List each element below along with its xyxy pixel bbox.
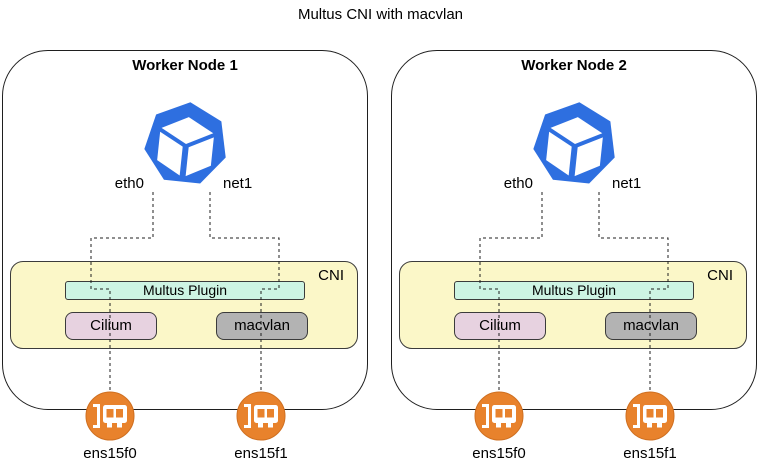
cni-box: CNI Multus Plugin Cilium macvlan (10, 261, 358, 349)
nic-label-ens15f0: ens15f0 (472, 445, 526, 462)
cni-label: CNI (318, 267, 344, 284)
nic-icon-ens15f0 (85, 391, 135, 441)
cni-label: CNI (707, 267, 733, 284)
pod-icon (533, 102, 615, 184)
cilium-box: Cilium (65, 312, 157, 340)
interface-label-net1: net1 (223, 175, 253, 192)
nic-icon-ens15f1 (625, 391, 675, 441)
interface-label-eth0: eth0 (114, 175, 144, 192)
nic-icon-ens15f0 (474, 391, 524, 441)
cni-box: CNI Multus Plugin Cilium macvlan (399, 261, 747, 349)
worker-node-2: Worker Node 2 eth0 net1 CNI Multus Plugi… (391, 50, 759, 472)
multus-plugin-box: Multus Plugin (65, 281, 305, 300)
nic-label-ens15f1: ens15f1 (623, 445, 677, 462)
macvlan-box: macvlan (216, 312, 308, 340)
cilium-box: Cilium (454, 312, 546, 340)
pod-icon (144, 102, 226, 184)
worker-node-title: Worker Node 2 (521, 57, 627, 74)
nic-label-ens15f1: ens15f1 (234, 445, 288, 462)
nic-label-ens15f0: ens15f0 (83, 445, 137, 462)
interface-label-net1: net1 (612, 175, 642, 192)
multus-plugin-box: Multus Plugin (454, 281, 694, 300)
interface-label-eth0: eth0 (503, 175, 533, 192)
page-title: Multus CNI with macvlan (297, 6, 464, 23)
worker-node-1: Worker Node 1 eth0 net1 CNI Multus Plugi… (2, 50, 370, 472)
nic-icon-ens15f1 (236, 391, 286, 441)
worker-node-title: Worker Node 1 (132, 57, 238, 74)
macvlan-box: macvlan (605, 312, 697, 340)
